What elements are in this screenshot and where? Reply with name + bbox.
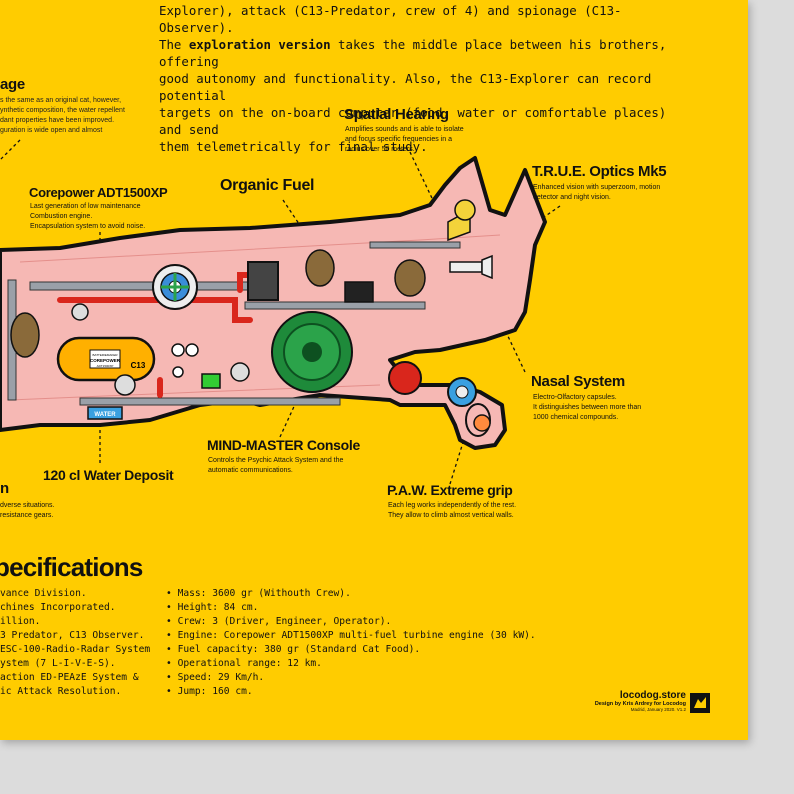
left-fragment-text: s the same as an original cat, however, … <box>0 96 125 136</box>
left-fragment-line: s the same as an original cat, however, <box>0 97 122 104</box>
spec-left-item: vance Division. <box>0 588 87 599</box>
spec-value: Crew: 3 (Driver, Engineer, Operator). <box>177 616 392 627</box>
left-bottom-title: n <box>0 480 9 497</box>
spec-left-item: 3 Predator, C13 Observer. <box>0 630 145 641</box>
pipe-main <box>57 297 253 323</box>
spec-list-left: vance Division. chines Incorporated. ill… <box>0 587 150 699</box>
crew-rat <box>394 259 426 297</box>
spec-left-item: ESC-100-Radio-Radar System <box>0 644 151 655</box>
engine-tank: BATTERIEMAKER COREPOWER ADT1500XP C13 <box>56 336 156 382</box>
engine-model: ADT1500XP <box>97 364 114 368</box>
crew-rat <box>305 249 335 287</box>
water-tag: WATER <box>94 412 116 418</box>
spatial-hearing-desc: Amplifies sounds and is able to isolate … <box>345 126 464 153</box>
spec-right-item: • Crew: 3 (Driver, Engineer, Operator). <box>166 616 392 627</box>
specifications-title: pecifications <box>0 552 143 582</box>
cat-diagram: BATTERIEMAKER COREPOWER ADT1500XP C13 WA… <box>0 139 561 485</box>
girder-bottom <box>79 397 341 406</box>
spec-value: Speed: 29 Km/h. <box>177 672 265 683</box>
intro-line-2-post: takes the middle place between his broth… <box>159 37 667 69</box>
spec-right-item: • Fuel capacity: 380 gr (Standard Cat Fo… <box>166 644 421 655</box>
intro-line-3: good autonomy and functionality. Also, t… <box>159 71 652 103</box>
spec-left-item: ystem (7 L-I-V-E-S). <box>0 658 116 669</box>
brand-credit: Design by Kris Ardrey for Locodog <box>594 701 686 707</box>
mind-master-desc: Controls the Psychic Attack System and t… <box>208 457 344 474</box>
optics <box>447 199 493 280</box>
water-deposit: WATER <box>87 406 123 420</box>
intro-line-5: them telemetrically for final study. <box>159 139 428 154</box>
corepower-title: Corepower ADT1500XP <box>29 185 168 200</box>
locodog-logo-icon <box>690 693 710 713</box>
engine-brand: COREPOWER <box>90 358 121 363</box>
corepower-desc: Last generation of low maintenance Combu… <box>30 203 146 230</box>
left-fragment-line: dant properties have been improved. <box>0 117 115 124</box>
gauges <box>71 303 250 396</box>
brand-date: Madrid, January 2020. V1.2 <box>630 707 686 712</box>
water-deposit-title: 120 cl Water Deposit <box>43 467 174 483</box>
fuel-furnace <box>247 261 374 303</box>
crew-rat <box>10 312 40 358</box>
spatial-hearing-title: Spatial Hearing <box>344 106 449 123</box>
spec-left-item: action ED-PEAzE System & <box>0 672 139 683</box>
spec-value: Operational range: 12 km. <box>177 658 322 669</box>
crew <box>10 249 426 358</box>
green-gear <box>271 311 422 395</box>
organic-fuel-title: Organic Fuel <box>220 177 315 194</box>
spec-left-item: ic Attack Resolution. <box>0 686 122 697</box>
spec-right-item: • Operational range: 12 km. <box>166 658 322 669</box>
intro-text: Explorer), attack (C13-Predator, crew of… <box>159 2 679 155</box>
spec-left-item: illion. <box>0 616 41 627</box>
spec-value: Jump: 160 cm. <box>177 686 253 697</box>
intro-line-2-pre: The <box>159 37 189 52</box>
brand-site: locodog.store <box>619 690 686 701</box>
control-wheel <box>152 264 198 310</box>
spec-right-item: • Engine: Corepower ADT1500XP multi-fuel… <box>166 630 536 641</box>
engine-tag: C13 <box>131 361 146 370</box>
spec-right-item: • Mass: 3600 gr (Withouth Crew). <box>166 588 351 599</box>
spec-value: Engine: Corepower ADT1500XP multi-fuel t… <box>177 630 536 641</box>
girder-head <box>369 241 461 249</box>
spec-value: Height: 84 cm. <box>177 602 259 613</box>
paw-mechanism <box>447 377 491 432</box>
intro-line-1: Explorer), attack (C13-Predator, crew of… <box>159 3 622 35</box>
engine-brand-small: BATTERIEMAKER <box>92 353 118 357</box>
spec-left-item: chines Incorporated. <box>0 602 116 613</box>
true-optics-desc: Enhanced vision with superzoom, motion d… <box>533 184 661 201</box>
girder-mid <box>244 301 426 310</box>
nasal-system-desc: Electro-Olfactory capsules. It distingui… <box>533 394 642 421</box>
spec-value: Fuel capacity: 380 gr (Standard Cat Food… <box>177 644 421 655</box>
left-fragment-line: guration is wide open and almost <box>0 127 103 134</box>
brand-block: locodog.store Design by Kris Ardrey for … <box>560 690 686 712</box>
leader-left <box>0 139 21 161</box>
paw-desc: Each leg works independently of the rest… <box>388 502 517 519</box>
red-gear <box>388 361 422 395</box>
spec-right-item: • Speed: 29 Km/h. <box>166 672 265 683</box>
intro-line-4: targets on the on-board computer (food, … <box>159 105 667 137</box>
optics-scope <box>449 261 483 273</box>
girder-top <box>29 281 271 291</box>
engine-plate <box>89 349 121 369</box>
spec-value: Mass: 3600 gr (Withouth Crew). <box>177 588 351 599</box>
poster: Explorer), attack (C13-Predator, crew of… <box>0 0 748 740</box>
intro-bold: exploration version <box>188 37 331 52</box>
spec-right-item: • Jump: 160 cm. <box>166 686 253 697</box>
spec-right-item: • Height: 84 cm. <box>166 602 259 613</box>
spec-list-right: • Mass: 3600 gr (Withouth Crew). • Heigh… <box>166 587 536 699</box>
mind-master-title: MIND-MASTER Console <box>207 437 360 453</box>
cat-panel-line <box>19 234 501 263</box>
left-bottom-desc: dverse situations. resistance gears. <box>0 502 55 519</box>
left-fragment-title: age <box>0 76 25 93</box>
left-fragment-line: ynthetic composition, the water repellen… <box>0 107 125 114</box>
nasal-system-title: Nasal System <box>531 373 625 390</box>
paw-title: P.A.W. Extreme grip <box>387 482 513 498</box>
leader-nasal <box>504 329 526 373</box>
true-optics-title: T.R.U.E. Optics Mk5 <box>532 163 667 180</box>
